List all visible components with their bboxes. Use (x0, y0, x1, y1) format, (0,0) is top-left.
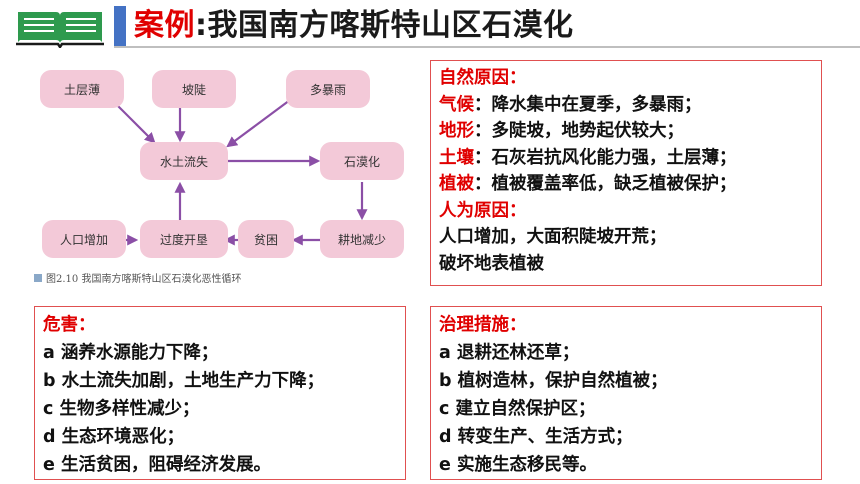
cause-terrain: 地形：多陡坡，地势起伏较大； (439, 118, 813, 145)
measure-line-a: a 退耕还林还草； (439, 343, 580, 363)
diagram-arrows (111, 99, 368, 246)
node-farmland-loss: 耕地减少 (320, 220, 404, 258)
measure-line-d: d 转变生产、生活方式； (439, 427, 633, 447)
cause-soil-text: ：石灰岩抗风化能力强，土层薄； (474, 147, 737, 168)
human-cause-line-2: 破坏地表植被 (439, 253, 544, 274)
title-rule (114, 46, 860, 48)
cause-climate-label: 气候 (439, 94, 474, 115)
measure-line-e: e 实施生态移民等。 (439, 455, 597, 475)
harm-heading: 危害： (43, 315, 96, 335)
cause-climate-text: ：降水集中在夏季，多暴雨； (474, 94, 702, 115)
page-title: 案例:我国南方喀斯特山区石漠化 (134, 6, 574, 46)
node-desertification: 石漠化 (320, 142, 404, 180)
harm-line-e: e 生活贫困，阻碍经济发展。 (43, 455, 271, 475)
cause-vegetation-text: ：植被覆盖率低，缺乏植被保护； (474, 174, 737, 194)
node-slope: 坡陡 (152, 70, 236, 108)
harm-line-a: a 涵养水源能力下降； (43, 343, 219, 363)
cause-soil-label: 土壤 (439, 147, 474, 168)
measures-box: 治理措施： a 退耕还林还草； b 植树造林，保护自然植被； c 建立自然保护区… (430, 306, 822, 480)
node-rainstorm: 多暴雨 (286, 70, 370, 108)
book-icon (14, 6, 106, 48)
arrow-rainstorm-to-erosion (226, 99, 291, 148)
measure-line-c: c 建立自然保护区； (439, 399, 596, 419)
harm-box: 危害： a 涵养水源能力下降； b 水土流失加剧，土地生产力下降； c 生物多样… (34, 306, 406, 480)
cause-terrain-label: 地形 (439, 121, 474, 141)
cause-terrain-text: ：多陡坡，地势起伏较大； (474, 121, 684, 141)
causes-box: 自然原因： 气候：降水集中在夏季，多暴雨； 地形：多陡坡，地势起伏较大； 土壤：… (430, 60, 822, 286)
harm-line-c: c 生物多样性减少； (43, 399, 200, 419)
node-overuse: 过度开垦 (140, 220, 228, 258)
human-causes-heading: 人为原因： (439, 200, 527, 221)
title-lead: 案例 (134, 8, 195, 43)
title-rest: :我国南方喀斯特山区石漠化 (195, 8, 574, 43)
arrow-thin-soil-to-erosion (111, 99, 156, 144)
measures-heading: 治理措施： (439, 315, 527, 335)
figure-caption: 图2.10 我国南方喀斯特山区石漠化恶性循环 (34, 270, 241, 285)
cause-vegetation-label: 植被 (439, 174, 474, 194)
caption-text: 图2.10 我国南方喀斯特山区石漠化恶性循环 (46, 274, 242, 285)
cause-soil: 土壤：石灰岩抗风化能力强，土层薄； (439, 145, 813, 172)
node-population: 人口增加 (42, 220, 126, 258)
caption-square-icon (34, 273, 42, 282)
cause-vegetation: 植被：植被覆盖率低，缺乏植被保护； (439, 171, 813, 198)
human-cause-line-1: 人口增加，大面积陡坡开荒； (439, 227, 667, 247)
title-accent-bar (114, 6, 126, 46)
measure-line-b: b 植树造林，保护自然植被； (439, 371, 668, 391)
desertification-cycle-diagram: 土层薄 坡陡 多暴雨 水土流失 石漠化 耕地减少 贫困 过度开垦 人口增加 图2… (28, 62, 420, 292)
node-thin-soil: 土层薄 (40, 70, 124, 108)
harm-line-b: b 水土流失加剧，土地生产力下降； (43, 371, 325, 391)
node-erosion: 水土流失 (140, 142, 228, 180)
node-poverty: 贫困 (238, 220, 294, 258)
harm-line-d: d 生态环境恶化； (43, 427, 185, 447)
cause-climate: 气候：降水集中在夏季，多暴雨； (439, 92, 813, 119)
natural-causes-heading: 自然原因： (439, 68, 527, 88)
